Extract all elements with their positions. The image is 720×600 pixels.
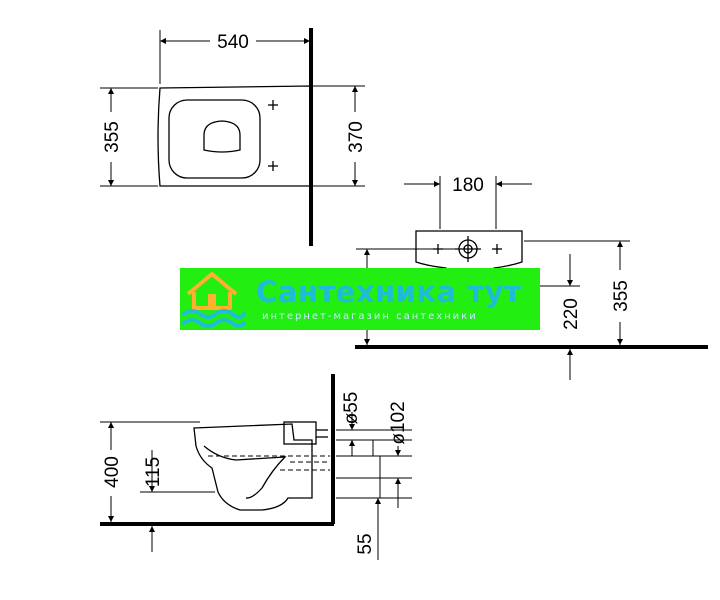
fixing-marks [268,100,278,171]
top-seat-opening [203,120,241,153]
dim-355-front: 355 [611,280,632,312]
watermark-banner [180,268,540,330]
dim-dia-55: ø55 [341,392,362,425]
dim-400: 400 [102,456,123,488]
house-waves-logo-icon [182,272,246,328]
brand-part-2: тут [456,275,522,309]
dim-370-right: 370 [346,121,367,153]
top-rim [168,99,261,179]
side-view: 400 115 ø55 ø102 55 [100,374,412,560]
dim-220: 220 [561,298,582,330]
dim-55-bottom: 55 [355,533,376,554]
brand-part-1: Сантехника [256,275,457,309]
brand-tagline: интернет-магазин сантехники [262,311,478,322]
dim-540: 540 [217,32,249,53]
dim-dia-102: ø102 [388,401,409,444]
brand-name: Сантехника тут [256,276,521,308]
dim-180: 180 [452,175,484,196]
top-view: 540 355 370 [100,28,367,246]
side-bowl-outline [193,423,313,511]
side-tank-connector [283,421,317,445]
top-bowl-outline [157,85,312,187]
dim-115: 115 [143,457,164,487]
dim-355-left: 355 [102,121,123,153]
